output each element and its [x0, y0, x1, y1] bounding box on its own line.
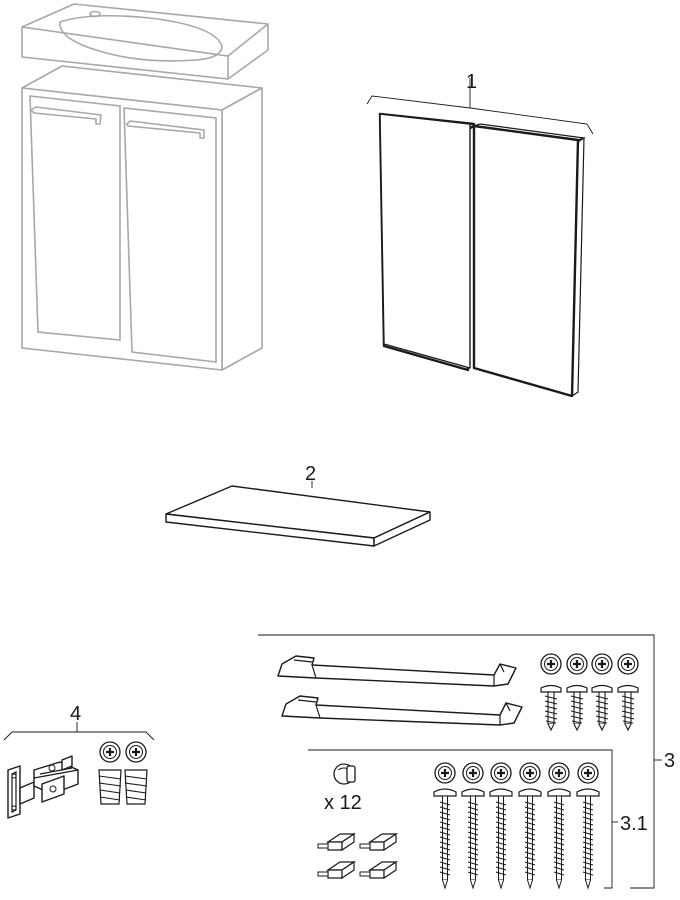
shelf-support-quantity: x 12 [324, 792, 362, 814]
callout-3-1: 3.1 [620, 813, 648, 835]
long-screw-icon [518, 788, 542, 889]
long-screw-icon [547, 788, 571, 889]
short-screw-icon [566, 684, 588, 731]
hinge-dowel-set [98, 740, 148, 805]
screw-head-icon [576, 761, 600, 785]
screw-head-icon [539, 652, 563, 676]
screw-head-icon [124, 740, 148, 764]
callout-1: 1 [466, 71, 477, 93]
callout-4: 4 [70, 703, 81, 725]
callout-3: 3 [664, 750, 675, 772]
screw-set-short [539, 652, 640, 731]
long-screw-icon [433, 788, 457, 889]
shelf-support-peg [333, 763, 356, 785]
screw-head-icon [565, 652, 589, 676]
washbasin-outline [21, 3, 269, 92]
screw-head-icon [616, 652, 640, 676]
handle-bar-1 [277, 655, 517, 687]
long-screw-icon [576, 788, 600, 889]
handle-bar-2 [281, 695, 523, 726]
screw-head-icon [98, 740, 122, 764]
part-1-doors: 1 [366, 71, 594, 398]
screw-head-icon [461, 761, 485, 785]
screw-head-icon [433, 761, 457, 785]
callout-2: 2 [305, 463, 316, 485]
short-screw-icon [617, 684, 639, 731]
part-3-fittings-bracket: 3 [258, 634, 675, 889]
vanity-cabinet-outline [21, 65, 263, 371]
part-2-shelf: 2 [165, 463, 431, 547]
cabinet-hinge-icon [7, 755, 79, 819]
part-3-1-fittings-bracket: 3.1 [308, 749, 648, 889]
shelf-support-icon [317, 833, 355, 851]
short-screw-icon [591, 684, 613, 731]
screw-head-icon [489, 761, 513, 785]
short-screw-icon [540, 684, 562, 731]
part-4-hinge-bracket: 4 [3, 703, 155, 741]
screw-head-icon [590, 652, 614, 676]
screw-set-long [433, 761, 600, 889]
screw-head-icon [547, 761, 571, 785]
dowel-icon [98, 769, 122, 805]
shelf-support-icon [359, 861, 397, 879]
shelf-support-icon [359, 833, 397, 851]
long-screw-icon [489, 788, 513, 889]
shelf-support-icon [317, 861, 355, 879]
dowel-icon [124, 769, 148, 805]
long-screw-icon [461, 788, 485, 889]
screw-head-icon [518, 761, 542, 785]
shelf-support-brackets [317, 833, 397, 879]
